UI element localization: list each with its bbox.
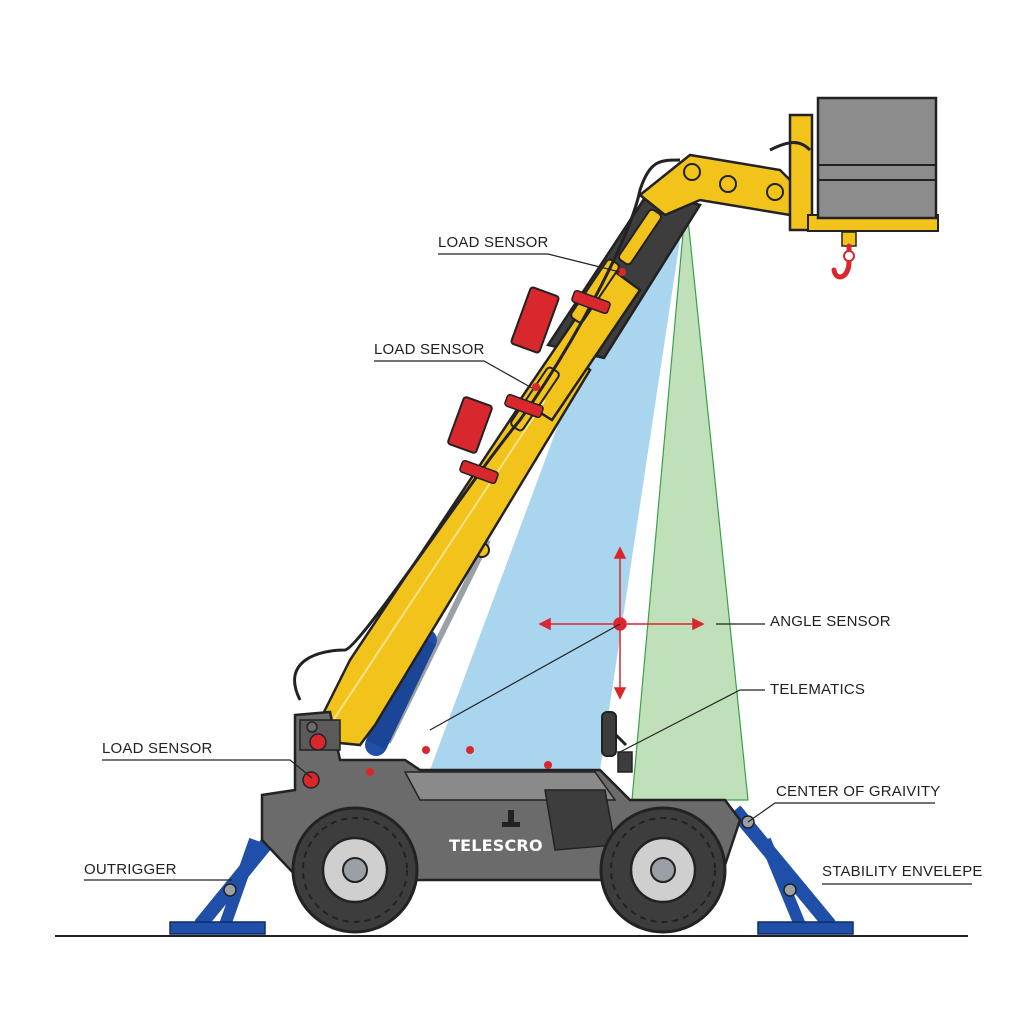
label-outrigger: OUTRIGGER — [84, 861, 177, 878]
front-wheel — [291, 806, 419, 934]
label-center-of-gravity: CENTER OF GRAIVITY — [776, 783, 941, 800]
label-stability-envelope: STABILITY ENVELEPE — [822, 863, 983, 880]
lifting-hook — [831, 231, 857, 280]
machine-brand-label: TELESCRO — [449, 836, 543, 855]
telescopic-boom — [293, 158, 702, 747]
rear-wheel — [599, 806, 727, 934]
hydraulic-cylinder — [365, 538, 491, 756]
label-angle-sensor: ANGLE SENSOR — [770, 613, 891, 630]
boom-load-sensor-pads — [447, 268, 626, 485]
suspended-load — [816, 96, 938, 220]
telematics-unit — [601, 711, 633, 773]
stability-envelope-zone — [430, 200, 686, 770]
label-load-sensor-base: LOAD SENSOR — [102, 740, 213, 757]
label-load-sensor-middle: LOAD SENSOR — [374, 341, 485, 358]
label-load-sensor-top: LOAD SENSOR — [438, 234, 549, 251]
label-telematics: TELEMATICS — [770, 681, 866, 698]
boom-head — [637, 113, 939, 232]
outrigger-right — [729, 805, 854, 935]
callout-leader-lines — [84, 253, 972, 885]
